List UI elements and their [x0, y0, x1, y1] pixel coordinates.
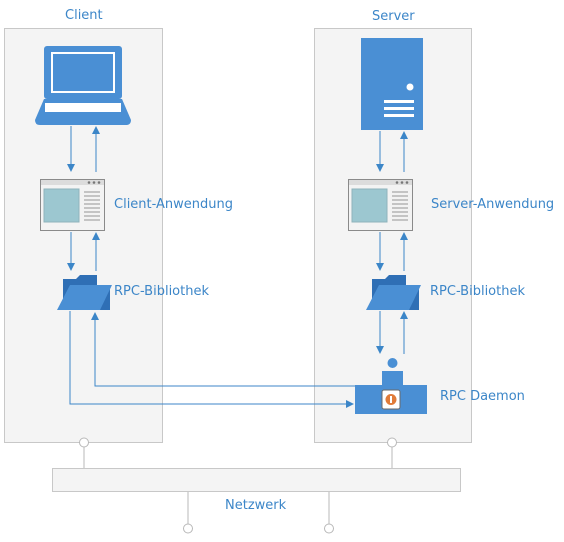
server-title: Server	[372, 9, 415, 24]
daemon-service-icon	[355, 358, 427, 414]
client-lib-label: RPC-Bibliothek	[114, 284, 209, 299]
flow-arrows	[67, 126, 408, 408]
client-app-label: Client-Anwendung	[114, 197, 234, 212]
server-app-label: Server-Anwendung	[431, 197, 555, 212]
application-window-icon	[348, 179, 413, 231]
server-tower-icon	[361, 38, 423, 130]
client-title: Client	[65, 8, 103, 23]
folder-icon	[57, 275, 112, 310]
network-bar	[52, 468, 461, 492]
daemon-label: RPC Daemon	[440, 389, 525, 404]
laptop-icon	[35, 46, 131, 125]
network-label: Netzwerk	[225, 498, 287, 513]
folder-icon	[366, 275, 421, 310]
application-window-icon	[40, 179, 105, 231]
network-connectors	[79, 437, 397, 534]
server-lib-label: RPC-Bibliothek	[430, 284, 525, 299]
